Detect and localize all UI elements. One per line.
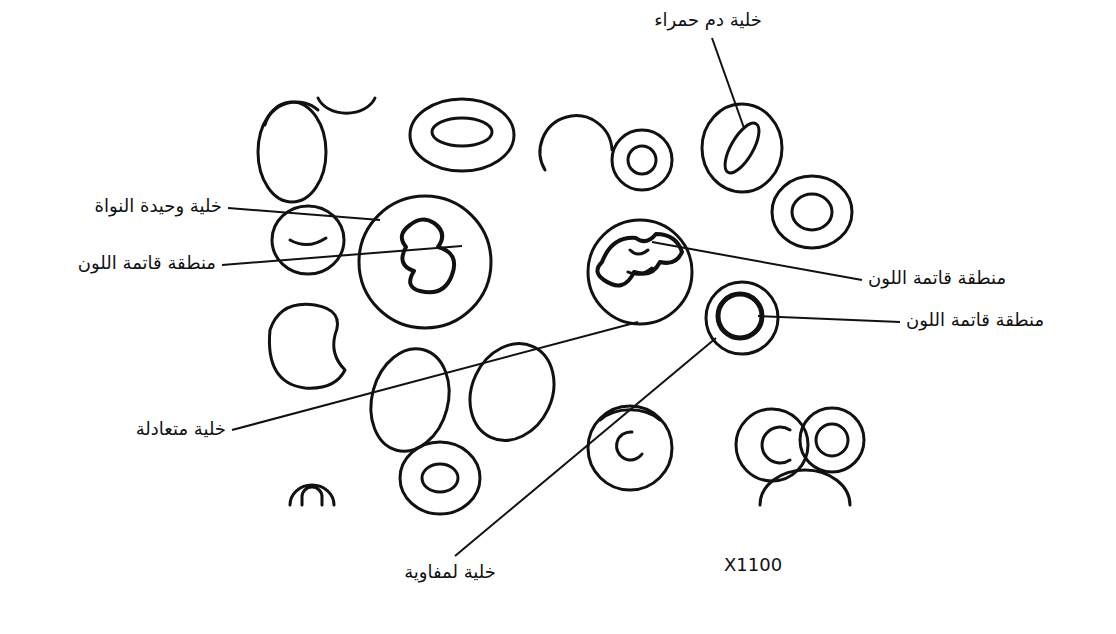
leader-line: [758, 316, 900, 322]
monocyte: [359, 196, 491, 328]
cell-center: [617, 432, 642, 460]
leader-line: [712, 38, 744, 128]
cell: [455, 330, 570, 454]
cell-label: خلية لمفاوية: [402, 560, 498, 583]
partial-cell: [540, 116, 612, 170]
red-blood-cell: [702, 104, 782, 192]
cell-label: خلية دم حمراء: [652, 8, 764, 31]
dark-nucleus: [718, 294, 762, 338]
leader-line: [232, 322, 638, 430]
partial-cell: [318, 98, 375, 113]
cell-label: خلية متعادلة: [134, 417, 228, 440]
cell-center: [718, 118, 765, 177]
cell-center: [762, 427, 790, 463]
cell-center: [422, 464, 458, 492]
cell-center: [792, 194, 832, 230]
cell: [410, 99, 514, 171]
lymphocyte: [706, 282, 778, 354]
lobed-nucleus: [628, 250, 652, 274]
cell-center: [432, 118, 492, 146]
lobed-nucleus: [597, 234, 682, 285]
leader-line: [652, 242, 862, 280]
part-label: منطقة قاتمة اللون: [76, 251, 218, 274]
leader-line: [455, 338, 716, 556]
partial-cell: [290, 485, 334, 505]
cell-center: [628, 146, 656, 174]
partial-cell: [265, 102, 318, 125]
cell: [612, 130, 672, 190]
cell: [258, 102, 326, 202]
leader-line: [228, 208, 380, 220]
cell: [800, 408, 864, 472]
cell-center: [290, 238, 326, 245]
neutrophil: [588, 220, 692, 324]
cell-center: [816, 424, 848, 456]
cell-label: خلية وحيدة النواة: [93, 194, 224, 217]
cell: [588, 406, 672, 490]
leader-line: [222, 246, 462, 265]
dark-nucleus: [402, 219, 454, 292]
cell: [600, 410, 660, 420]
part-label: منطقة قاتمة اللون: [904, 308, 1046, 331]
cell: [772, 176, 852, 248]
magnification: X1100: [722, 553, 784, 576]
cell: [269, 304, 345, 388]
cell: [400, 442, 480, 514]
part-label: منطقة قاتمة اللون: [866, 266, 1008, 289]
partial-cell: [760, 470, 850, 505]
